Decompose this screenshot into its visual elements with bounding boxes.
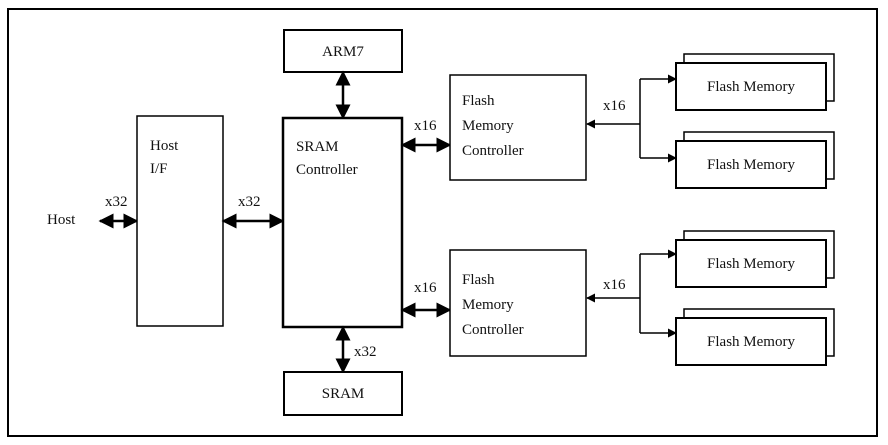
sram-box bbox=[283, 371, 403, 416]
flash-controller-top-label-line1: Flash bbox=[462, 93, 495, 109]
flash-bus-top-width: x16 bbox=[603, 98, 626, 114]
flash-bus-bottom-width: x16 bbox=[603, 277, 626, 293]
flash-memory-3-label: Flash Memory bbox=[707, 256, 795, 272]
flash-memory-4-box bbox=[675, 317, 827, 366]
host-if-label-line2: I/F bbox=[150, 161, 168, 177]
flash-controller-top-box bbox=[449, 74, 587, 181]
controller-to-flash-controller-bottom-bus-width: x16 bbox=[414, 280, 437, 296]
flash-memory-4-label: Flash Memory bbox=[707, 334, 795, 350]
flash-memory-1-box bbox=[675, 62, 827, 111]
sram-controller-label-line2: Controller bbox=[296, 162, 358, 178]
controller-to-flash-controller-top-bus-width: x16 bbox=[414, 118, 437, 134]
flash-memory-3-box bbox=[675, 239, 827, 288]
controller-to-sram-bus-width: x32 bbox=[354, 344, 377, 360]
host-bus-width: x32 bbox=[105, 194, 128, 210]
if-to-controller-bus-width: x32 bbox=[238, 194, 261, 210]
flash-controller-bottom-label-line3: Controller bbox=[462, 322, 524, 338]
arm7-label: ARM7 bbox=[322, 44, 364, 60]
sram-label: SRAM bbox=[322, 386, 365, 402]
host-if-box bbox=[136, 115, 224, 327]
flash-controller-top-label-line2: Memory bbox=[462, 118, 514, 134]
arm7-box bbox=[283, 29, 403, 73]
flash-controller-bottom-label-line1: Flash bbox=[462, 272, 495, 288]
flash-controller-bottom-label-line2: Memory bbox=[462, 297, 514, 313]
sram-controller-box bbox=[281, 116, 404, 329]
flash-memory-2-label: Flash Memory bbox=[707, 157, 795, 173]
sram-controller-label-line1: SRAM bbox=[296, 139, 339, 155]
outer-frame bbox=[7, 8, 878, 437]
host-label: Host bbox=[47, 212, 76, 228]
host-if-label-line1: Host bbox=[150, 138, 179, 154]
flash-memory-1-label: Flash Memory bbox=[707, 79, 795, 95]
flash-memory-2-box bbox=[675, 140, 827, 189]
flash-controller-bottom-box bbox=[449, 249, 587, 357]
flash-controller-top-label-line3: Controller bbox=[462, 143, 524, 159]
